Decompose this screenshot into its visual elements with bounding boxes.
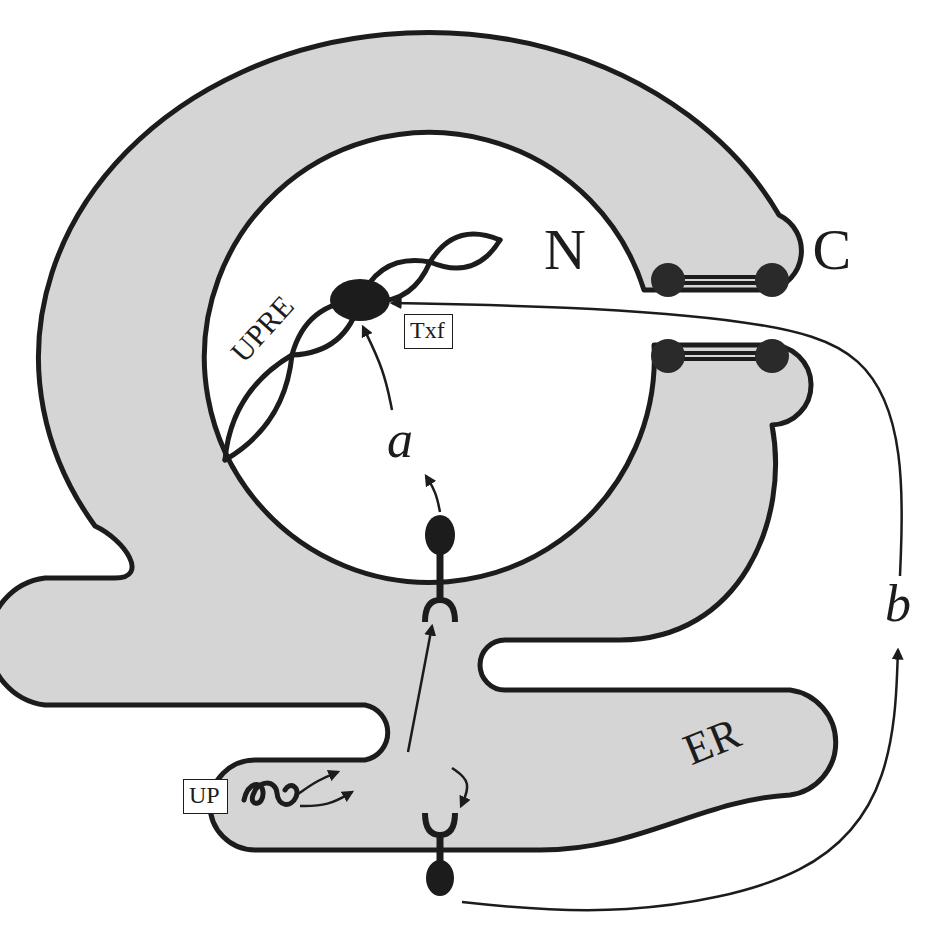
pore-bar-line [672,279,768,281]
transcription-factor [330,279,390,321]
nuclear-pore [651,263,789,373]
pore-knob [755,339,789,373]
pore-knob [755,263,789,297]
dna-strand [225,234,500,460]
pathway-arrow [426,476,440,512]
part-label: ER [678,711,747,773]
receptor-fork [425,600,455,622]
pathway-arrow [300,792,352,806]
part-label: a [387,414,413,466]
pore-knob [651,263,685,297]
receptor-inner [425,515,455,622]
er-nuclear-envelope [0,32,836,850]
box-text: UP [189,782,220,808]
pathway-arrow [298,772,338,794]
receptor-domain [425,515,455,555]
receptor-stem [437,553,444,601]
pathway-arrow [462,650,898,910]
pore-bar-line [672,355,768,357]
pathway-arrow [408,626,432,752]
boxed-label: UP [183,779,228,814]
boxed-label: Txf [404,314,453,349]
dna-helix [225,234,500,460]
box-text: Txf [410,317,445,343]
pathway-arrow [363,327,392,410]
pathway-arrow [392,303,902,576]
pathway-arrow [452,768,467,806]
part-label: b [885,578,911,630]
unfolded-protein [244,783,297,804]
part-label: C [813,221,852,279]
part-label: N [544,221,586,279]
receptor-stem [437,834,444,862]
part-label: UPRE [225,290,299,367]
pore-knob [651,339,685,373]
receptor-fork [425,813,455,835]
receptor-outer [425,813,455,896]
receptor-domain [426,860,454,896]
dna-strand [225,240,500,460]
